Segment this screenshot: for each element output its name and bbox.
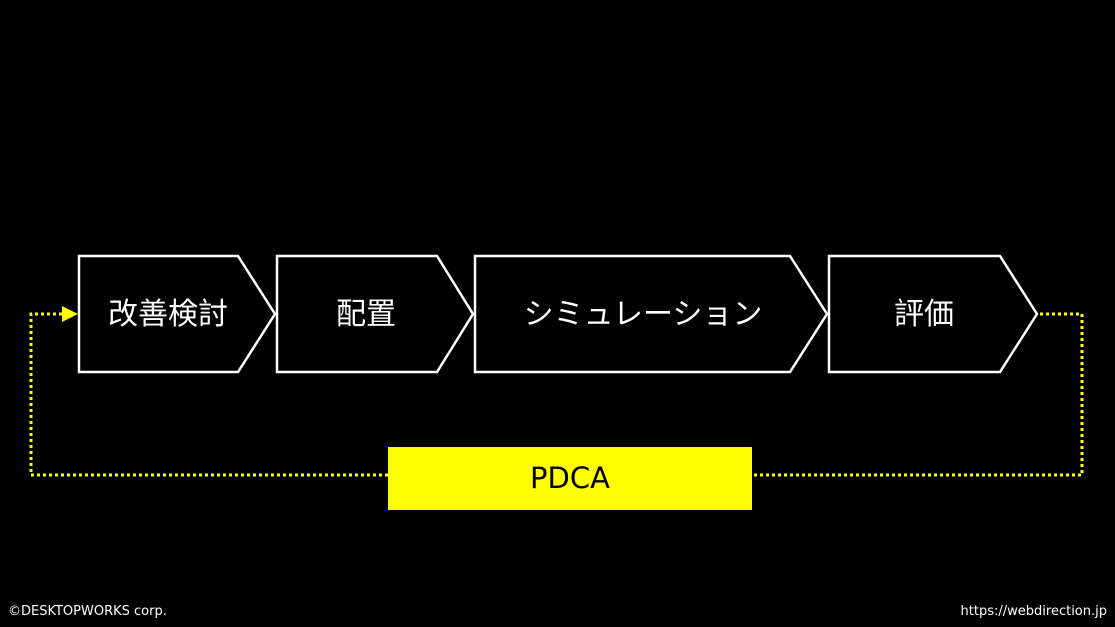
step-4-label: 評価 [894, 297, 954, 332]
pdca-label: PDCA [530, 461, 610, 495]
step-1: 改善検討 [77, 254, 277, 374]
step-1-label: 改善検討 [108, 297, 228, 332]
step-2: 配置 [275, 254, 475, 374]
step-3-chevron [473, 254, 829, 374]
step-2-label: 配置 [336, 297, 396, 332]
pdca-rect [388, 447, 752, 510]
step-2-chevron [275, 254, 475, 374]
step-3-label: シミュレーション [524, 297, 763, 332]
feedback-arrowhead-icon [62, 306, 78, 322]
feedback-loop-right [752, 312, 1084, 477]
step-4-chevron [827, 254, 1039, 374]
pdca-box: PDCA [388, 447, 752, 510]
source-url-text: https://webdirection.jp [960, 604, 1107, 619]
step-1-chevron [77, 254, 277, 374]
copyright-text: ©DESKTOPWORKS corp. [8, 604, 167, 619]
step-4: 評価 [827, 254, 1039, 374]
step-3: シミュレーション [473, 254, 829, 374]
